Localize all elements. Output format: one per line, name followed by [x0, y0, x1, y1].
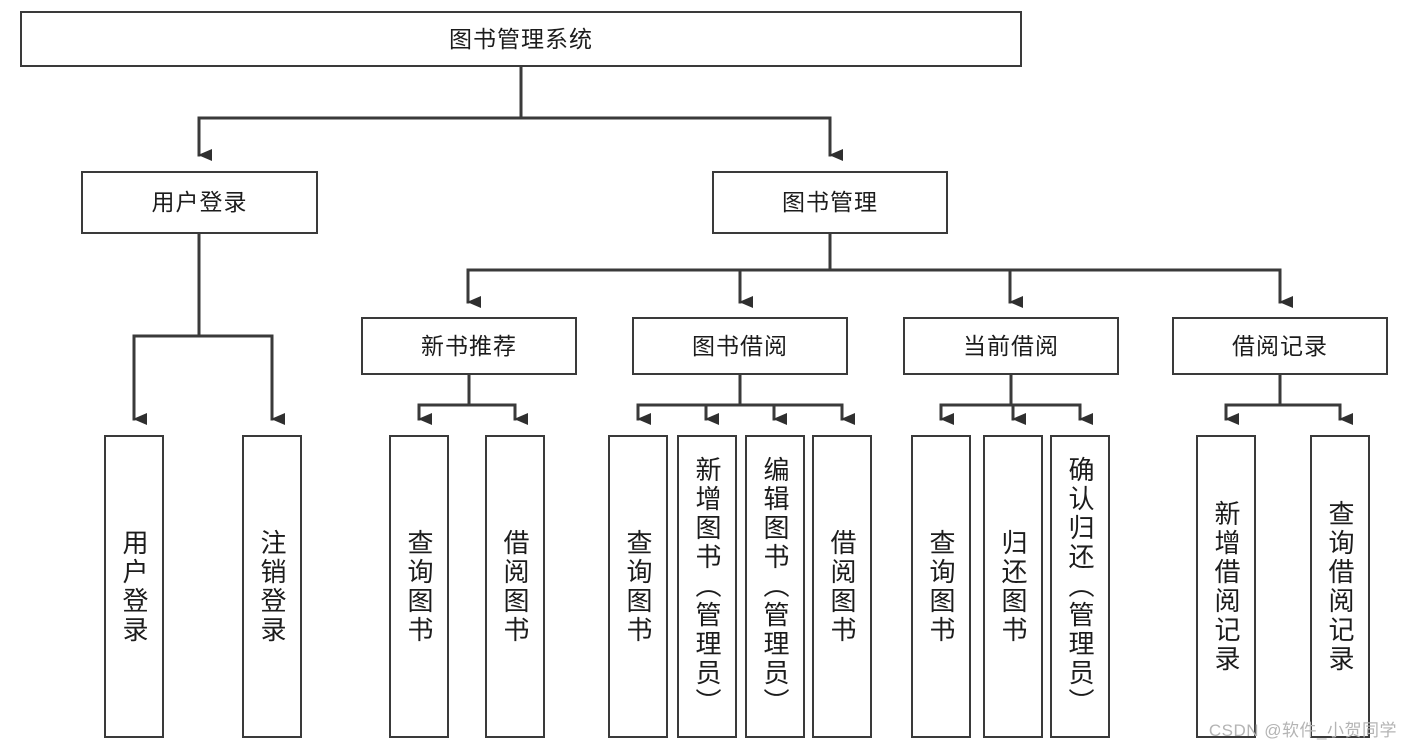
- node-current-borrow-label: 当前借阅: [963, 332, 1059, 359]
- leaf-node-label: 用户登录: [119, 528, 149, 645]
- leaf-node[interactable]: 编辑图书（管理员）: [745, 435, 805, 738]
- node-user-login-label: 用户登录: [151, 189, 248, 215]
- node-user-login[interactable]: 用户登录: [81, 171, 318, 234]
- leaf-node[interactable]: 查询图书: [608, 435, 668, 738]
- leaf-node-label: 查询图书: [623, 528, 653, 645]
- leaf-node-label: 确认归还（管理员）: [1065, 456, 1095, 717]
- leaf-node-label: 新增图书（管理员）: [692, 456, 722, 717]
- leaf-node-label: 注销登录: [257, 528, 287, 645]
- leaf-node[interactable]: 查询借阅记录: [1310, 435, 1370, 738]
- leaf-node[interactable]: 注销登录: [242, 435, 302, 738]
- leaf-node-label: 归还图书: [998, 528, 1028, 645]
- leaf-node-label: 借阅图书: [827, 528, 857, 645]
- leaf-node-label: 查询图书: [926, 528, 956, 645]
- leaf-node-label: 查询借阅记录: [1325, 499, 1355, 674]
- leaf-node[interactable]: 借阅图书: [812, 435, 872, 738]
- csdn-watermark: CSDN @软件_小贺同学: [1208, 721, 1397, 740]
- node-new-book-recommend[interactable]: 新书推荐: [361, 317, 577, 375]
- leaf-node-label: 新增借阅记录: [1211, 499, 1241, 674]
- leaf-node-label: 查询图书: [404, 528, 434, 645]
- node-book-borrow[interactable]: 图书借阅: [632, 317, 848, 375]
- node-borrow-record-label: 借阅记录: [1232, 332, 1328, 359]
- leaf-node[interactable]: 查询图书: [389, 435, 449, 738]
- node-book-management[interactable]: 图书管理: [712, 171, 948, 234]
- leaf-node[interactable]: 查询图书: [911, 435, 971, 738]
- node-root[interactable]: 图书管理系统: [20, 11, 1022, 67]
- node-book-management-label: 图书管理: [782, 189, 878, 215]
- node-book-borrow-label: 图书借阅: [692, 332, 788, 359]
- leaf-node-label: 借阅图书: [500, 528, 530, 645]
- leaf-node[interactable]: 借阅图书: [485, 435, 545, 738]
- node-root-label: 图书管理系统: [449, 25, 593, 52]
- leaf-node[interactable]: 归还图书: [983, 435, 1043, 738]
- node-borrow-record[interactable]: 借阅记录: [1172, 317, 1388, 375]
- node-current-borrow[interactable]: 当前借阅: [903, 317, 1119, 375]
- leaf-node[interactable]: 新增借阅记录: [1196, 435, 1256, 738]
- leaf-node[interactable]: 新增图书（管理员）: [677, 435, 737, 738]
- node-new-book-recommend-label: 新书推荐: [421, 332, 517, 359]
- leaf-node-label: 编辑图书（管理员）: [760, 456, 790, 717]
- leaf-node[interactable]: 确认归还（管理员）: [1050, 435, 1110, 738]
- leaf-node[interactable]: 用户登录: [104, 435, 164, 738]
